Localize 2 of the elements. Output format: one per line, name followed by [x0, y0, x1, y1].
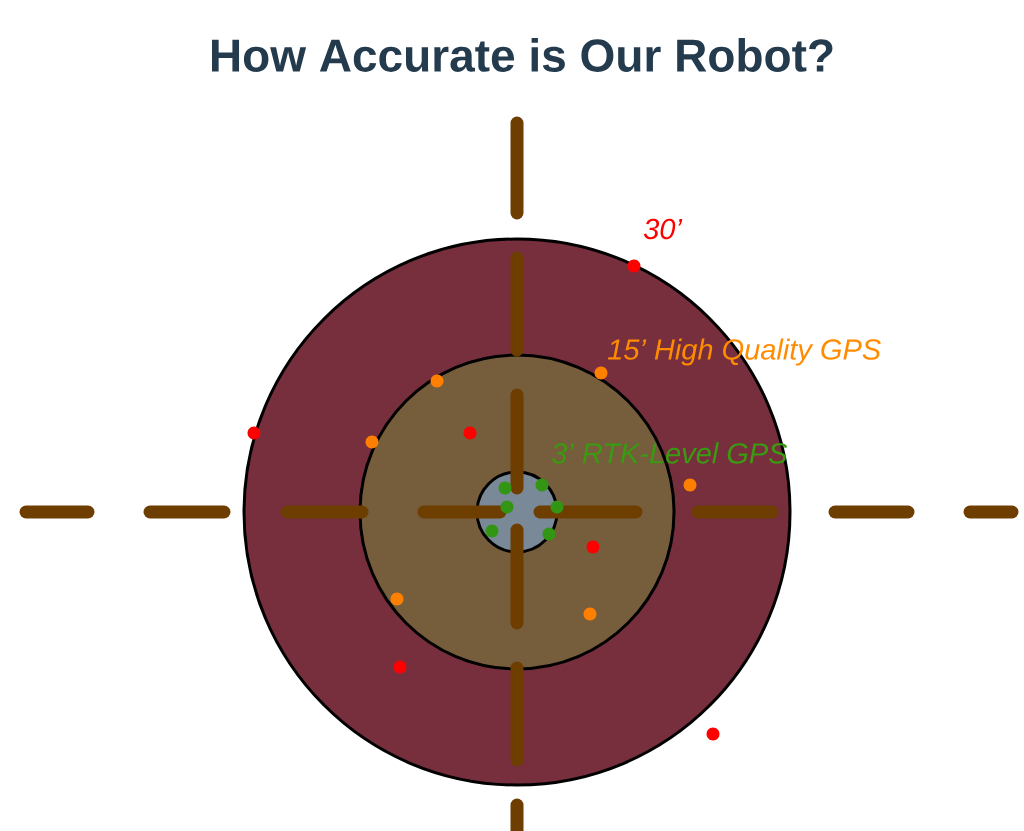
title: How Accurate is Our Robot?: [212, 38, 833, 72]
ring-label: 30’: [643, 218, 683, 240]
